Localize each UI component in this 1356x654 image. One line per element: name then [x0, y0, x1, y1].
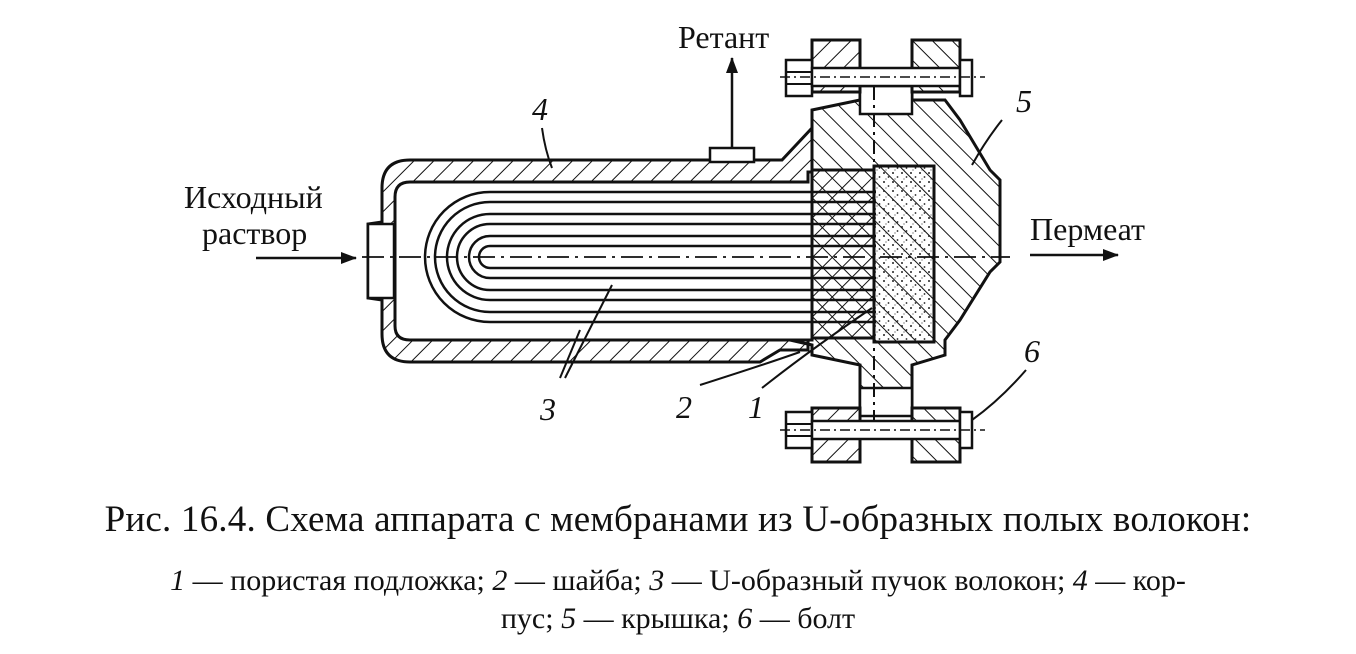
legend-text-5: — крышка;	[576, 602, 738, 635]
legend-text-1: — пористая подложка;	[185, 564, 493, 597]
apparatus-diagram: Ретант Исходный раствор Пермеат 1 2 3 4 …	[184, 19, 1145, 464]
bolt-bottom	[780, 410, 985, 450]
retant-label: Ретант	[678, 19, 769, 55]
legend-text-4: — кор-	[1087, 564, 1186, 597]
label-6: 6	[1024, 333, 1040, 369]
label-3: 3	[539, 391, 556, 427]
figure-caption-legend: 1 — пористая подложка; 2 — шайба; 3 — U-…	[0, 562, 1356, 638]
label-1: 1	[748, 389, 764, 425]
washer	[810, 168, 876, 340]
porous-support	[872, 164, 936, 344]
legend-num-2: 2	[492, 564, 508, 597]
leader-lines	[541, 119, 1027, 421]
legend-text-6: — болт	[752, 602, 856, 635]
label-2: 2	[676, 389, 692, 425]
legend-num-4: 4	[1072, 564, 1088, 597]
bolt-top	[780, 58, 985, 98]
legend-num-5: 5	[561, 602, 577, 635]
label-5: 5	[1016, 83, 1032, 119]
permeat-label: Пермеат	[1030, 211, 1145, 247]
legend-num-1: 1	[170, 564, 186, 597]
feed-label-line2: раствор	[202, 215, 307, 251]
legend-text-2: — шайба;	[507, 564, 650, 597]
legend-text-4b: пус;	[500, 602, 562, 635]
legend-num-6: 6	[737, 602, 753, 635]
legend-text-3: — U-образный пучок волокон;	[664, 564, 1073, 597]
legend-num-3: 3	[649, 564, 665, 597]
figure-caption-title: Рис. 16.4. Схема аппарата с мембранами и…	[104, 499, 1252, 540]
label-4: 4	[532, 91, 548, 127]
feed-label-line1: Исходный	[184, 179, 323, 215]
